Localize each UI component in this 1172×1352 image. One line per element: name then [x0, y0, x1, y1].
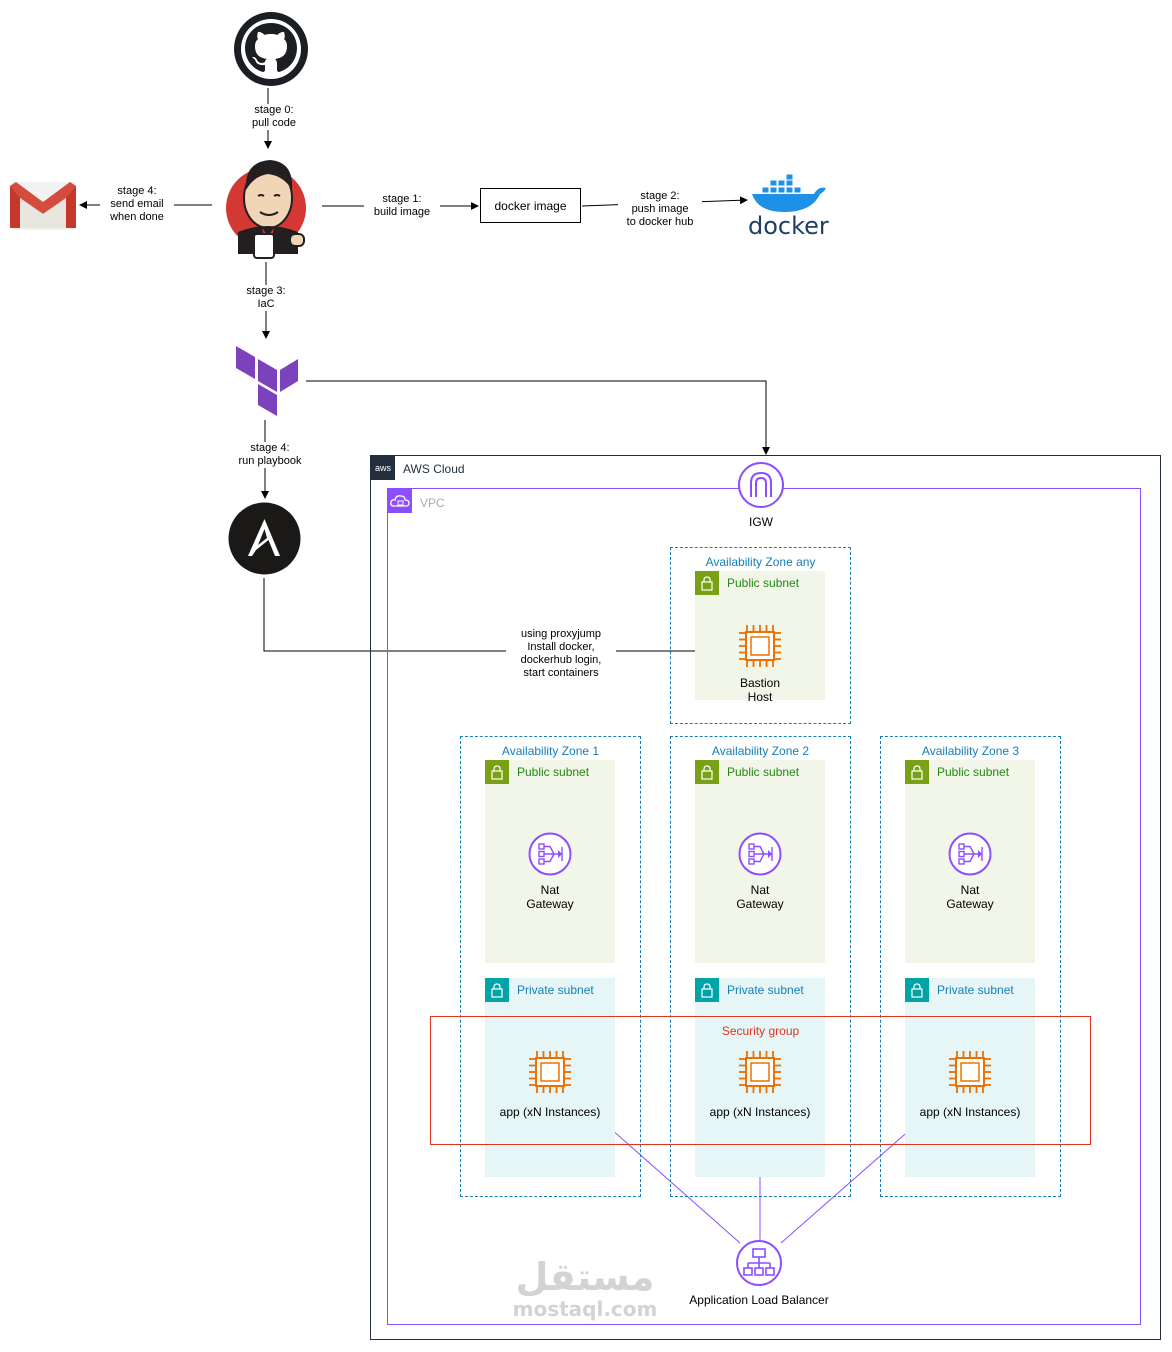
- lock-icon: [485, 978, 509, 1002]
- az3-label: Availability Zone 3: [921, 744, 1020, 758]
- nat-label-line1: Nat: [750, 883, 770, 897]
- docker-logo-text: docker: [748, 212, 829, 240]
- nat-gateway-icon: [738, 832, 782, 876]
- aws-cloud-label: AWS Cloud: [403, 462, 465, 476]
- ansible-icon: [228, 502, 301, 575]
- stage2-label-line1: stage 2:: [640, 190, 680, 202]
- nat-label-line1: Nat: [960, 883, 980, 897]
- nat-gateway-icon: [528, 832, 572, 876]
- nat-label-line2: Gateway: [736, 897, 784, 911]
- terraform-icon: [236, 346, 298, 416]
- app-label-az3: app (xN Instances): [919, 1105, 1021, 1119]
- private-subnet-label: Private subnet: [727, 983, 804, 997]
- security-group: Security group: [430, 1016, 1091, 1145]
- ansible-note-line2: Install docker,: [527, 641, 595, 653]
- availability-zone-3: Availability Zone 3: [880, 736, 1061, 1197]
- stage4-email-line1: stage 4:: [117, 185, 157, 197]
- availability-zone-any: Availability Zone any: [670, 547, 851, 724]
- watermark: مستقل mostaql.com: [500, 1256, 670, 1320]
- vpc-cloud-icon: [388, 489, 412, 513]
- lock-icon: [485, 760, 509, 784]
- stage2-label-line3: to docker hub: [626, 216, 694, 228]
- bastion-label-line2: Host: [747, 690, 773, 704]
- private-subnet-label: Private subnet: [937, 983, 1014, 997]
- nat-label-line2: Gateway: [526, 897, 574, 911]
- docker-logo-icon: docker: [748, 173, 829, 240]
- app-label-az2: app (xN Instances): [709, 1105, 811, 1119]
- aws-cloud-group: aws AWS Cloud: [370, 455, 1161, 1340]
- private-subnet-label: Private subnet: [517, 983, 594, 997]
- igw-label: IGW: [749, 515, 773, 529]
- edge-alb-app1: [601, 1120, 741, 1244]
- availability-zone-2: Availability Zone 2: [670, 736, 851, 1197]
- az2-label: Availability Zone 2: [711, 744, 810, 758]
- stage0-label-line2: pull code: [251, 117, 297, 129]
- stage4-play-line2: run playbook: [238, 455, 302, 467]
- lock-icon: [905, 760, 929, 784]
- internet-gateway-icon: [737, 461, 785, 509]
- lock-icon: [905, 978, 929, 1002]
- stage3-label-line2: IaC: [257, 298, 275, 310]
- ec2-instance-icon: [736, 1048, 784, 1096]
- stage3-label-line1: stage 3:: [246, 285, 286, 297]
- load-balancer-icon: [736, 1240, 782, 1286]
- edge-terraform-igw: [306, 380, 770, 455]
- stage2-label-line2: push image: [631, 203, 689, 215]
- watermark-arabic: مستقل: [515, 1255, 655, 1299]
- watermark-latin: mostaql.com: [512, 1297, 658, 1321]
- jenkins-icon: [224, 150, 312, 262]
- az1-label: Availability Zone 1: [501, 744, 600, 758]
- lock-icon: [695, 760, 719, 784]
- availability-zone-1: Availability Zone 1: [460, 736, 641, 1197]
- ec2-instance-icon: [526, 1048, 574, 1096]
- public-subnet-label: Public subnet: [727, 576, 800, 590]
- stage0-label-line1: stage 0:: [254, 104, 294, 116]
- docker-image-label: docker image: [494, 198, 567, 213]
- lock-icon: [695, 571, 719, 595]
- gmail-icon: [10, 182, 76, 230]
- ansible-note-line4: start containers: [523, 667, 599, 679]
- bastion-label-line1: Bastion: [739, 676, 781, 690]
- stage4-play-line1: stage 4:: [250, 442, 290, 454]
- stage4-email-line3: when done: [110, 211, 164, 223]
- lock-icon: [695, 978, 719, 1002]
- ec2-instance-icon: [736, 622, 784, 670]
- public-subnet-label: Public subnet: [937, 765, 1010, 779]
- stage4-email-line2: send email: [110, 198, 164, 210]
- ansible-note-line1: using proxyjump: [520, 628, 602, 640]
- nat-label-line1: Nat: [540, 883, 560, 897]
- public-subnet-label: Public subnet: [727, 765, 800, 779]
- aws-logo-icon: aws: [371, 456, 395, 480]
- ec2-instance-icon: [946, 1048, 994, 1096]
- alb-label: Application Load Balancer: [689, 1293, 829, 1307]
- vpc-label: VPC: [420, 496, 445, 510]
- ansible-note-line3: dockerhub login,: [520, 654, 602, 666]
- docker-image-box[interactable]: docker image: [480, 188, 581, 223]
- github-icon: [233, 11, 309, 87]
- app-label-az1: app (xN Instances): [499, 1105, 601, 1119]
- public-subnet-label: Public subnet: [517, 765, 590, 779]
- security-group-label: Security group: [721, 1024, 800, 1038]
- nat-label-line2: Gateway: [946, 897, 994, 911]
- stage1-label-line1: stage 1:: [382, 193, 422, 205]
- az-any-label: Availability Zone any: [705, 555, 816, 569]
- nat-gateway-icon: [948, 832, 992, 876]
- stage1-label-line2: build image: [373, 206, 431, 218]
